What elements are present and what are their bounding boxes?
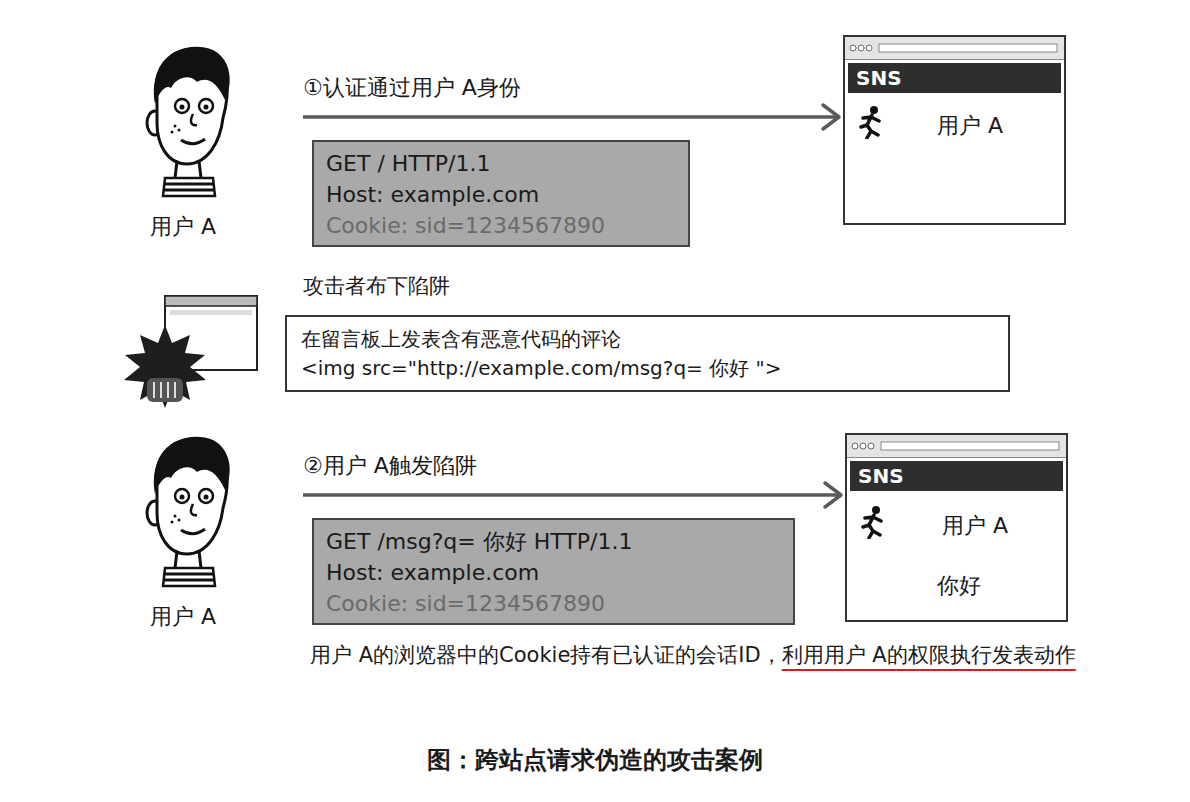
arrow-head xyxy=(825,483,841,507)
window-chrome xyxy=(845,37,1064,60)
window-content: 你好 xyxy=(937,571,981,601)
user-node: 用户 A xyxy=(130,430,300,635)
address-bar xyxy=(881,442,1059,450)
comment-box: 在留言板上发表含有恶意代码的评论<img src="http://example… xyxy=(285,315,1010,392)
window-button xyxy=(858,45,864,51)
arrow-label: ②用户 A触发陷阱 xyxy=(303,451,477,481)
window-title: SNS xyxy=(856,66,902,90)
user-figure xyxy=(147,47,230,196)
attacker-figure xyxy=(124,296,257,408)
comment-line: 在留言板上发表含有恶意代码的评论 xyxy=(301,325,994,354)
browser-window: SNS 用户 A xyxy=(843,35,1066,225)
browser-window: SNS 用户 A 你好 xyxy=(845,433,1068,622)
runner-body xyxy=(863,515,881,538)
runner-head xyxy=(872,506,880,514)
runner-body xyxy=(861,115,879,138)
user-node: 用户 A xyxy=(130,40,300,245)
window-button xyxy=(866,45,872,51)
request-line: GET /msg?q= 你好 HTTP/1.1 xyxy=(326,526,781,557)
window-content: 用户 A xyxy=(942,511,1008,541)
note-text: 用户 A的浏览器中的Cookie持有已认证的会话ID， xyxy=(310,643,782,667)
window-chrome xyxy=(847,435,1066,458)
note-paragraph: 用户 A的浏览器中的Cookie持有已认证的会话ID，利用用户 A的权限执行发表… xyxy=(310,636,1080,674)
window-content: 用户 A xyxy=(937,111,1003,141)
comment-line: <img src="http://example.com/msg?q= 你好 "… xyxy=(301,354,994,383)
flow-arrow xyxy=(303,105,839,129)
arrow-label: ①认证通过用户 A身份 xyxy=(303,73,521,103)
flow-arrow xyxy=(303,483,841,507)
title-bar: SNS xyxy=(850,461,1063,491)
runner-head xyxy=(870,106,878,114)
request-line: Host: example.com xyxy=(326,179,676,210)
window-button xyxy=(868,443,874,449)
arrow-line xyxy=(303,115,839,119)
window-buttons xyxy=(847,435,1066,457)
window-button xyxy=(860,443,866,449)
address-bar xyxy=(879,44,1057,52)
step-heading: 攻击者布下陷阱 xyxy=(303,272,450,300)
runner-icon xyxy=(859,505,887,539)
request-line: GET / HTTP/1.1 xyxy=(326,148,676,179)
request-line: Cookie: sid=1234567890 xyxy=(326,210,676,241)
window-buttons xyxy=(845,37,1064,59)
http-request-box: GET /msg?q= 你好 HTTP/1.1Host: example.com… xyxy=(312,518,795,625)
runner-icon xyxy=(857,105,885,139)
note-text: 利用用户 A的权限执行发表动作 xyxy=(782,643,1076,667)
user-figure xyxy=(147,437,230,586)
arrow-head xyxy=(823,105,839,129)
window-button xyxy=(850,45,856,51)
http-request-box: GET / HTTP/1.1Host: example.comCookie: s… xyxy=(312,140,690,247)
user-label: 用户 A xyxy=(150,602,216,632)
user-label: 用户 A xyxy=(150,212,216,242)
window-button xyxy=(852,443,858,449)
title-bar: SNS xyxy=(848,63,1061,93)
arrow-line xyxy=(303,493,841,497)
request-line: Cookie: sid=1234567890 xyxy=(326,588,781,619)
figure-caption: 图：跨站点请求伪造的攻击案例 xyxy=(0,744,1190,776)
request-line: Host: example.com xyxy=(326,557,781,588)
window-title: SNS xyxy=(858,464,904,488)
